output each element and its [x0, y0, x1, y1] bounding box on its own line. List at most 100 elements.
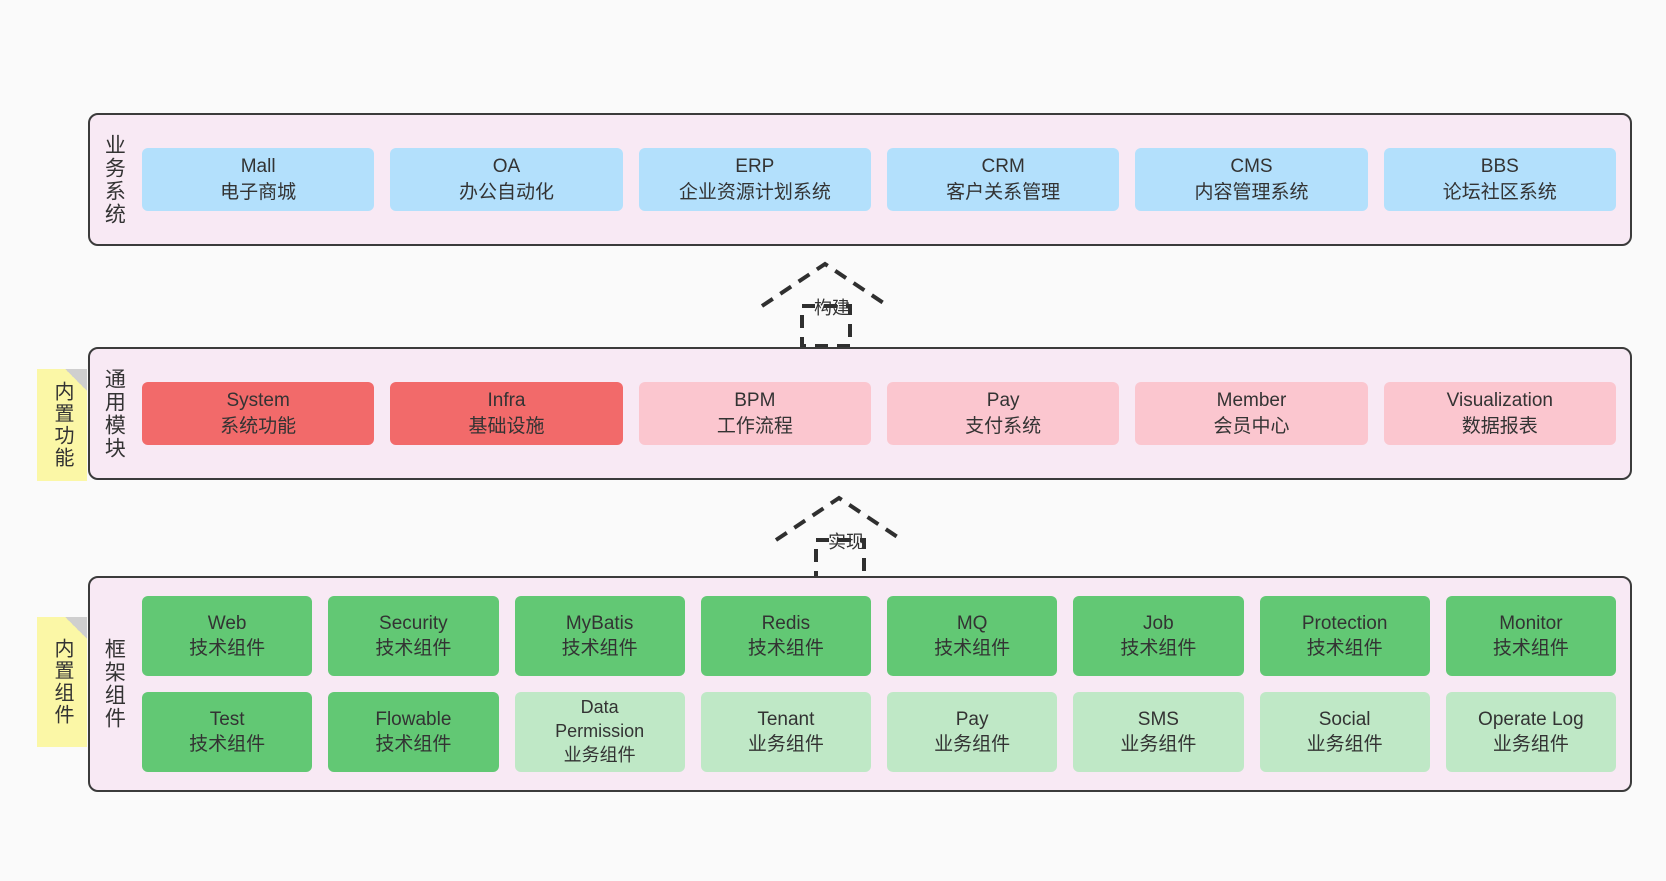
- card-mall-desc: 电子商城: [220, 181, 297, 203]
- card-social-desc: 业务组件: [1306, 734, 1383, 755]
- sticky-note-builtin-function-label: 内置功能: [51, 381, 73, 469]
- card-sms-name: SMS: [1137, 708, 1179, 730]
- card-flowable[interactable]: Flowable 技术组件: [328, 692, 499, 772]
- layer-body-business-system: Mall 电子商城 OA 办公自动化 ERP 企业资源计划系统 CRM 客户关系…: [136, 115, 1630, 244]
- card-pay-module[interactable]: Pay 支付系统: [886, 382, 1120, 445]
- card-member-name: Member: [1216, 390, 1287, 412]
- build-arrow-icon: [760, 261, 890, 348]
- connector-build: 构建: [752, 258, 912, 348]
- card-oa-name: OA: [492, 156, 521, 178]
- layer-title-business-system: 业务系统: [102, 133, 126, 226]
- card-crm[interactable]: CRM 客户关系管理: [886, 148, 1120, 211]
- card-data-permission-desc: 业务组件: [563, 744, 636, 765]
- card-security[interactable]: Security 技术组件: [328, 596, 499, 676]
- card-test[interactable]: Test 技术组件: [142, 692, 313, 772]
- card-member-desc: 会员中心: [1213, 415, 1290, 437]
- card-monitor-desc: 技术组件: [1492, 638, 1569, 659]
- card-tenant[interactable]: Tenant 业务组件: [700, 692, 871, 772]
- layer-framework-component: 框架组件 Web 技术组件 Security 技术组件 MyBatis 技术组件…: [88, 576, 1632, 792]
- card-visualization[interactable]: Visualization 数据报表: [1383, 382, 1616, 445]
- card-monitor-name: Monitor: [1499, 612, 1563, 634]
- card-data-permission[interactable]: Data Permission 业务组件: [514, 692, 685, 772]
- card-tenant-desc: 业务组件: [747, 734, 824, 755]
- layer-body-framework-component: Web 技术组件 Security 技术组件 MyBatis 技术组件 Redi…: [136, 578, 1630, 790]
- card-infra-desc: 基础设施: [468, 415, 545, 437]
- card-oa[interactable]: OA 办公自动化: [390, 148, 623, 211]
- card-row-common: System 系统功能 Infra 基础设施 BPM 工作流程 Pay 支付系统…: [142, 382, 1616, 445]
- card-protection[interactable]: Protection 技术组件: [1259, 596, 1430, 676]
- sticky-fold-corner-icon-2: [65, 617, 87, 639]
- card-sms[interactable]: SMS 业务组件: [1073, 692, 1244, 772]
- card-job[interactable]: Job 技术组件: [1073, 596, 1244, 676]
- card-pay-component[interactable]: Pay 业务组件: [887, 692, 1058, 772]
- card-operate-log[interactable]: Operate Log 业务组件: [1445, 692, 1616, 772]
- card-crm-desc: 客户关系管理: [946, 181, 1061, 203]
- card-bbs-desc: 论坛社区系统: [1442, 181, 1557, 203]
- card-row-business: Mall 电子商城 OA 办公自动化 ERP 企业资源计划系统 CRM 客户关系…: [142, 148, 1616, 211]
- layer-body-common-module: System 系统功能 Infra 基础设施 BPM 工作流程 Pay 支付系统…: [136, 349, 1630, 478]
- card-mybatis-desc: 技术组件: [561, 638, 638, 659]
- connector-implement-label: 实现: [828, 532, 864, 552]
- card-monitor[interactable]: Monitor 技术组件: [1445, 596, 1616, 676]
- layer-common-module: 通用模块 System 系统功能 Infra 基础设施 BPM 工作流程 Pay: [88, 347, 1632, 480]
- sticky-note-builtin-component-label: 内置组件: [51, 638, 73, 726]
- card-infra-name: Infra: [487, 390, 526, 412]
- card-cms-desc: 内容管理系统: [1194, 181, 1309, 203]
- card-tenant-name: Tenant: [757, 708, 815, 730]
- card-pay-component-name: Pay: [955, 708, 989, 730]
- card-erp-desc: 企业资源计划系统: [678, 181, 831, 203]
- card-row-business-component: Test 技术组件 Flowable 技术组件 Data Permission …: [142, 692, 1616, 772]
- card-bbs[interactable]: BBS 论坛社区系统: [1383, 148, 1616, 211]
- card-redis[interactable]: Redis 技术组件: [700, 596, 871, 676]
- card-bbs-name: BBS: [1480, 156, 1519, 178]
- card-bpm[interactable]: BPM 工作流程: [638, 382, 871, 445]
- card-cms[interactable]: CMS 内容管理系统: [1135, 148, 1368, 211]
- card-web-name: Web: [207, 612, 247, 634]
- card-social[interactable]: Social 业务组件: [1259, 692, 1430, 772]
- card-erp-name: ERP: [735, 156, 775, 178]
- card-mall[interactable]: Mall 电子商城: [142, 148, 375, 211]
- card-infra[interactable]: Infra 基础设施: [390, 382, 623, 445]
- card-job-name: Job: [1143, 612, 1174, 634]
- card-pay-module-name: Pay: [986, 390, 1020, 412]
- card-flowable-name: Flowable: [375, 708, 452, 730]
- sticky-fold-corner-icon: [65, 369, 87, 391]
- card-visualization-name: Visualization: [1446, 390, 1553, 412]
- card-mybatis[interactable]: MyBatis 技术组件: [514, 596, 685, 676]
- card-web[interactable]: Web 技术组件: [142, 596, 313, 676]
- card-social-name: Social: [1318, 708, 1371, 730]
- layer-business-system: 业务系统 Mall 电子商城 OA 办公自动化 ERP 企业资源计划系统 CRM: [88, 113, 1632, 246]
- card-security-desc: 技术组件: [375, 638, 452, 659]
- layer-title-framework-component: 框架组件: [102, 638, 126, 730]
- card-web-desc: 技术组件: [189, 638, 266, 659]
- sticky-note-builtin-function: 内置功能: [37, 369, 87, 481]
- card-protection-name: Protection: [1301, 612, 1388, 634]
- card-flowable-desc: 技术组件: [375, 734, 452, 755]
- sticky-note-builtin-component: 内置组件: [37, 617, 87, 747]
- card-redis-name: Redis: [761, 612, 811, 634]
- card-visualization-desc: 数据报表: [1461, 415, 1538, 437]
- card-row-tech: Web 技术组件 Security 技术组件 MyBatis 技术组件 Redi…: [142, 596, 1616, 676]
- card-pay-component-desc: 业务组件: [934, 734, 1011, 755]
- card-erp[interactable]: ERP 企业资源计划系统: [638, 148, 871, 211]
- card-mq-desc: 技术组件: [934, 638, 1011, 659]
- card-system[interactable]: System 系统功能: [142, 382, 375, 445]
- card-mybatis-name: MyBatis: [565, 612, 634, 634]
- card-mq[interactable]: MQ 技术组件: [887, 596, 1058, 676]
- card-bpm-desc: 工作流程: [716, 415, 793, 437]
- layer-title-common-module: 通用模块: [102, 367, 126, 460]
- card-test-name: Test: [209, 708, 245, 730]
- card-job-desc: 技术组件: [1120, 638, 1197, 659]
- card-member[interactable]: Member 会员中心: [1135, 382, 1368, 445]
- card-security-name: Security: [379, 612, 448, 634]
- card-sms-desc: 业务组件: [1120, 734, 1197, 755]
- card-protection-desc: 技术组件: [1306, 638, 1383, 659]
- card-oa-desc: 办公自动化: [458, 181, 554, 203]
- card-test-desc: 技术组件: [189, 734, 266, 755]
- card-crm-name: CRM: [981, 156, 1025, 178]
- card-mq-name: MQ: [956, 612, 988, 634]
- card-cms-name: CMS: [1230, 156, 1273, 178]
- connector-implement: 实现: [766, 492, 926, 582]
- card-data-permission-name: Data Permission: [555, 697, 645, 742]
